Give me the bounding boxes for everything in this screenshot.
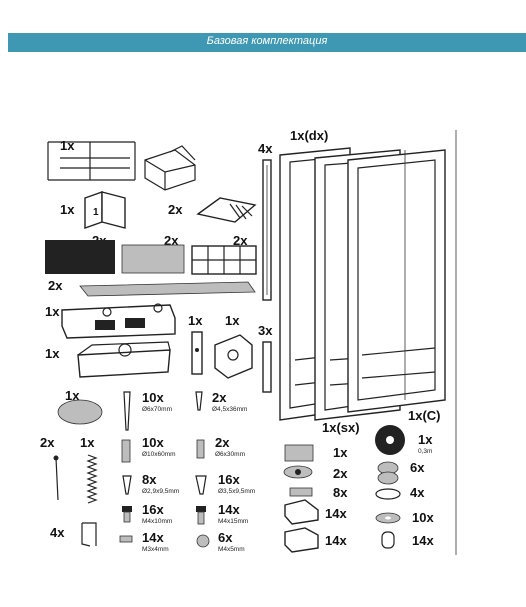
bolt-m4x15-qty: 14x bbox=[218, 502, 240, 517]
screw-29 bbox=[122, 475, 132, 495]
dowel-6-qty: 2x bbox=[215, 435, 230, 450]
clamp-qty: 14x bbox=[325, 506, 347, 521]
washer-set-qty: 2x bbox=[333, 466, 348, 481]
header-bar: Базовая комплектация bbox=[8, 33, 526, 52]
screw-29-qty: 8x bbox=[142, 472, 157, 487]
bolt-m4x15 bbox=[196, 506, 206, 525]
clip-illustration bbox=[81, 522, 97, 547]
tray-qty: 1x bbox=[45, 346, 60, 361]
tape-qty: 1x bbox=[418, 432, 433, 447]
screw-45x36-qty: 2x bbox=[212, 390, 227, 405]
frame-small bbox=[191, 245, 257, 275]
washer-illustration bbox=[375, 512, 401, 524]
spring-illustration bbox=[86, 454, 98, 504]
disc-qty: 1x bbox=[65, 388, 80, 403]
box-rack-illustration bbox=[47, 141, 196, 191]
filter-gray bbox=[121, 244, 185, 274]
door-c-qty: 1x(C) bbox=[408, 408, 441, 423]
box-qty: 1x bbox=[60, 138, 75, 153]
pin-illustration bbox=[289, 487, 313, 497]
screw-6x70-size: Ø6x70mm bbox=[142, 406, 172, 413]
bolt-m4x15-size: M4x15mm bbox=[218, 518, 248, 525]
ring-qty: 4x bbox=[410, 485, 425, 500]
screw-35-qty: 16x bbox=[218, 472, 240, 487]
bolt-m3x4-qty: 14x bbox=[142, 530, 164, 545]
fan-unit-illustration bbox=[61, 303, 176, 339]
bracket2-qty: 1x bbox=[225, 313, 240, 328]
bolt-m3x4-size: M3x4mm bbox=[142, 546, 169, 553]
fan-unit-qty: 1x bbox=[45, 304, 60, 319]
hinge-illustration bbox=[284, 444, 314, 462]
header-title: Базовая комплектация bbox=[206, 35, 328, 47]
clamp-illustration bbox=[284, 499, 319, 525]
filter-gray-qty: 2x bbox=[164, 233, 179, 248]
shelf-qty: 2x bbox=[48, 278, 63, 293]
tray-illustration bbox=[77, 341, 171, 378]
dowel-10-size: Ø10x60mm bbox=[142, 451, 176, 458]
hinge-qty: 1x bbox=[333, 445, 348, 460]
tape-size: 0,3m bbox=[418, 448, 432, 455]
dowel-10-qty: 10x bbox=[142, 435, 164, 450]
bolt-m3x4 bbox=[119, 535, 133, 543]
rails3-qty: 3x bbox=[258, 323, 273, 338]
washer-set-illustration bbox=[283, 465, 313, 479]
pin-qty: 8x bbox=[333, 485, 348, 500]
bolt-m4x10-size: M4x10mm bbox=[142, 518, 172, 525]
tape-illustration bbox=[375, 425, 405, 455]
dowel-6-size: Ø6x30mm bbox=[215, 451, 245, 458]
spring-qty: 1x bbox=[80, 435, 95, 450]
screw-35 bbox=[195, 475, 207, 495]
bracket2-illustration bbox=[214, 334, 253, 379]
door-dx-qty: 1x(dx) bbox=[290, 128, 328, 143]
dowel-6 bbox=[196, 439, 205, 459]
cap-illustration bbox=[381, 531, 395, 549]
hook-illustration bbox=[53, 455, 59, 501]
roller-illustration bbox=[377, 461, 399, 485]
door-sx bbox=[347, 149, 446, 413]
disc-illustration bbox=[57, 399, 103, 425]
clamp2-qty: 14x bbox=[325, 533, 347, 548]
svg-text:1: 1 bbox=[93, 207, 99, 218]
filter-black bbox=[45, 240, 115, 274]
door-sx-qty: 1x(sx) bbox=[322, 420, 360, 435]
roller-qty: 6x bbox=[410, 460, 425, 475]
sheets-illustration bbox=[196, 197, 257, 223]
screw-45x36-size: Ø4,5x36mm bbox=[212, 406, 247, 413]
washer-qty: 10x bbox=[412, 510, 434, 525]
nut-m4x5-qty: 6x bbox=[218, 530, 233, 545]
frame-small-qty: 2x bbox=[233, 233, 248, 248]
bracket1-qty: 1x bbox=[188, 313, 203, 328]
bolt-m4x10 bbox=[122, 506, 132, 523]
sheets-qty: 2x bbox=[168, 202, 183, 217]
nut-m4x5-size: M4x5mm bbox=[218, 546, 245, 553]
screw-6x70 bbox=[123, 391, 131, 431]
clip-qty: 4x bbox=[50, 525, 65, 540]
hook-qty: 2x bbox=[40, 435, 55, 450]
manual-qty: 1x bbox=[60, 202, 75, 217]
screw-45x36 bbox=[195, 391, 203, 411]
dowel-10 bbox=[121, 439, 131, 463]
screw-6x70-qty: 10x bbox=[142, 390, 164, 405]
screw-35-size: Ø3,5x9,5mm bbox=[218, 488, 255, 495]
cap-qty: 14x bbox=[412, 533, 434, 548]
rails4-qty: 4x bbox=[258, 141, 273, 156]
manual-illustration: 1 bbox=[84, 191, 126, 229]
shelf-illustration bbox=[79, 281, 256, 297]
clamp2-illustration bbox=[284, 527, 319, 553]
screw-29-size: Ø2,9x9,5mm bbox=[142, 488, 179, 495]
rails4-illustration bbox=[262, 159, 272, 301]
rails3-illustration bbox=[262, 341, 272, 393]
nut-m4x5 bbox=[196, 534, 210, 548]
bracket1-illustration bbox=[191, 331, 203, 375]
bolt-m4x10-qty: 16x bbox=[142, 502, 164, 517]
ring-illustration bbox=[375, 488, 401, 500]
